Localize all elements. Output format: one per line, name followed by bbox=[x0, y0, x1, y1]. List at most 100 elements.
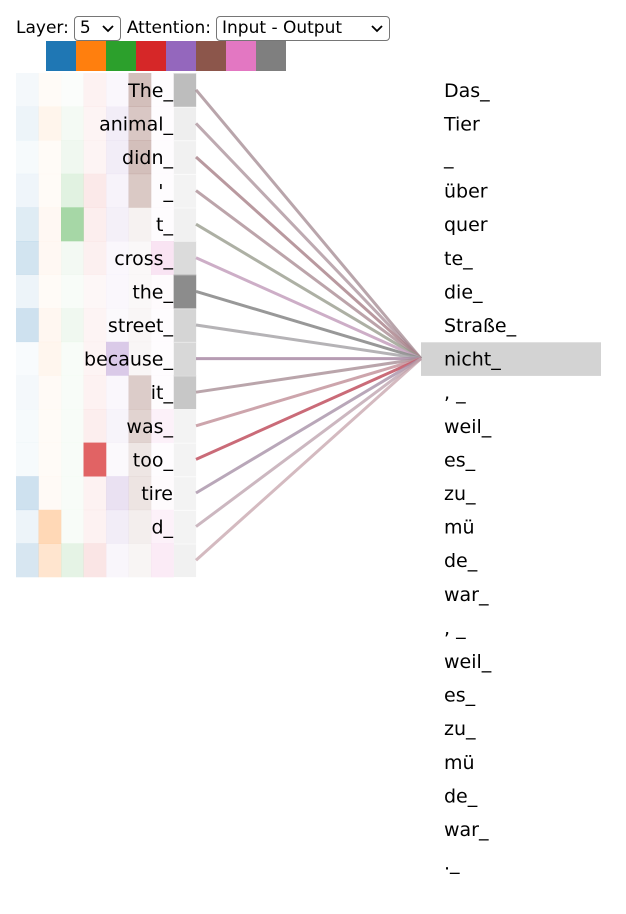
output-token[interactable]: es_ bbox=[444, 685, 476, 707]
attention-line bbox=[195, 357, 422, 394]
heatmap-cell bbox=[83, 173, 107, 208]
input-attention-bar bbox=[174, 208, 196, 241]
heatmap-cell bbox=[61, 543, 84, 578]
head-swatch-5[interactable] bbox=[166, 41, 196, 71]
attention-line bbox=[194, 155, 423, 360]
input-token[interactable]: animal_ bbox=[99, 113, 173, 135]
output-token[interactable]: , _ bbox=[444, 617, 466, 639]
heatmap-cell bbox=[128, 207, 152, 242]
input-attention-bar bbox=[174, 141, 196, 174]
head-swatch-4[interactable] bbox=[136, 41, 166, 71]
head-swatch-8[interactable] bbox=[256, 41, 286, 71]
attention-heatmap bbox=[16, 73, 197, 578]
input-attention-bar bbox=[174, 74, 196, 107]
heatmap-cell bbox=[38, 207, 62, 242]
heatmap-cell bbox=[173, 73, 197, 107]
input-token[interactable]: tire bbox=[141, 483, 173, 505]
input-attention-bar bbox=[174, 376, 196, 409]
attention-line bbox=[195, 357, 422, 528]
attention-line bbox=[195, 189, 422, 360]
heatmap-cell bbox=[16, 173, 39, 208]
output-token[interactable]: mü bbox=[444, 517, 475, 539]
heatmap-cell bbox=[106, 509, 129, 544]
head-swatch-3[interactable] bbox=[106, 41, 136, 71]
output-token[interactable]: zu_ bbox=[444, 718, 476, 740]
heatmap-cell bbox=[83, 140, 107, 175]
heatmap-cell bbox=[38, 341, 62, 376]
heatmap-cell bbox=[16, 442, 39, 477]
output-token[interactable]: es_ bbox=[444, 449, 476, 471]
output-token[interactable]: weil_ bbox=[444, 416, 492, 438]
heatmap-cell bbox=[83, 73, 107, 107]
output-token[interactable]: de_ bbox=[444, 785, 478, 807]
output-token[interactable]: Das_ bbox=[444, 80, 490, 102]
heatmap-cell bbox=[83, 442, 107, 477]
heatmap-cell bbox=[61, 409, 84, 443]
output-token[interactable]: quer bbox=[444, 214, 488, 236]
output-token[interactable]: weil_ bbox=[444, 651, 492, 673]
head-swatch-6[interactable] bbox=[196, 41, 226, 71]
output-token[interactable]: de_ bbox=[444, 550, 478, 572]
input-attention-bar bbox=[174, 410, 196, 443]
heatmap-cell bbox=[83, 409, 107, 443]
attention-line bbox=[195, 323, 422, 361]
input-token[interactable]: t_ bbox=[156, 214, 173, 236]
output-token[interactable]: nicht_ bbox=[444, 349, 501, 371]
input-attention-bar bbox=[174, 510, 196, 544]
input-token[interactable]: cross_ bbox=[114, 248, 173, 270]
input-attention-bar bbox=[174, 275, 196, 309]
layer-select[interactable]: 5 bbox=[73, 15, 121, 41]
controls-bar: Layer: 5 Attention: Input - Output bbox=[16, 15, 396, 41]
input-token[interactable]: too_ bbox=[133, 449, 174, 471]
heatmap-cell bbox=[16, 241, 39, 275]
input-token[interactable]: The_ bbox=[127, 80, 173, 102]
input-token[interactable]: was_ bbox=[126, 416, 173, 438]
output-token[interactable]: , _ bbox=[444, 382, 466, 404]
heatmap-cell bbox=[61, 140, 84, 175]
attention-line bbox=[195, 289, 422, 361]
input-token[interactable]: didn_ bbox=[122, 147, 173, 169]
input-token[interactable]: d_ bbox=[151, 517, 173, 539]
heatmap-cell bbox=[106, 375, 129, 410]
chevron-down-icon bbox=[102, 25, 114, 33]
heatmap-cell bbox=[173, 241, 197, 275]
heatmap-cell bbox=[61, 510, 84, 544]
output-token[interactable]: mü bbox=[444, 752, 475, 774]
head-swatch-2[interactable] bbox=[76, 41, 106, 71]
input-token[interactable]: it_ bbox=[151, 382, 174, 404]
heatmap-cell bbox=[106, 442, 129, 477]
input-token[interactable]: the_ bbox=[132, 281, 173, 303]
input-token[interactable]: '_ bbox=[158, 181, 173, 203]
head-swatch-7[interactable] bbox=[226, 41, 256, 71]
heatmap-cell bbox=[128, 375, 152, 410]
heatmap-cell bbox=[38, 106, 62, 141]
head-swatch-1[interactable] bbox=[46, 41, 76, 71]
output-token[interactable]: ._ bbox=[444, 853, 460, 875]
output-token[interactable]: te_ bbox=[444, 248, 473, 270]
output-token[interactable]: war_ bbox=[444, 584, 489, 606]
output-token[interactable]: die_ bbox=[444, 281, 483, 303]
input-attention-bar bbox=[174, 242, 196, 275]
head-color-swatches bbox=[46, 41, 286, 71]
output-token[interactable]: über bbox=[444, 181, 488, 203]
heatmap-cell bbox=[128, 73, 152, 107]
input-token[interactable]: because_ bbox=[84, 349, 173, 371]
heatmap-cell bbox=[151, 543, 174, 578]
input-attention-bar bbox=[174, 309, 196, 342]
output-token[interactable]: Straße_ bbox=[444, 315, 517, 337]
attention-select[interactable]: Input - Output bbox=[216, 15, 391, 41]
output-tokens: Das_ Tier _ über quer te_ die_ Straße_ nicht_ , _… bbox=[443, 80, 517, 875]
input-token[interactable]: street_ bbox=[108, 315, 174, 337]
heatmap-cell bbox=[128, 106, 152, 141]
output-token[interactable]: _ bbox=[443, 147, 454, 169]
output-token[interactable]: war_ bbox=[444, 819, 489, 841]
output-token[interactable]: zu_ bbox=[444, 483, 476, 505]
heatmap-cell bbox=[151, 409, 174, 443]
heatmap-cell bbox=[39, 73, 62, 107]
heatmap-cell bbox=[128, 476, 152, 511]
heatmap-cell bbox=[16, 543, 39, 578]
heatmap-cell bbox=[61, 375, 84, 409]
heatmap-cell bbox=[173, 341, 197, 376]
output-token[interactable]: Tier bbox=[443, 113, 480, 135]
